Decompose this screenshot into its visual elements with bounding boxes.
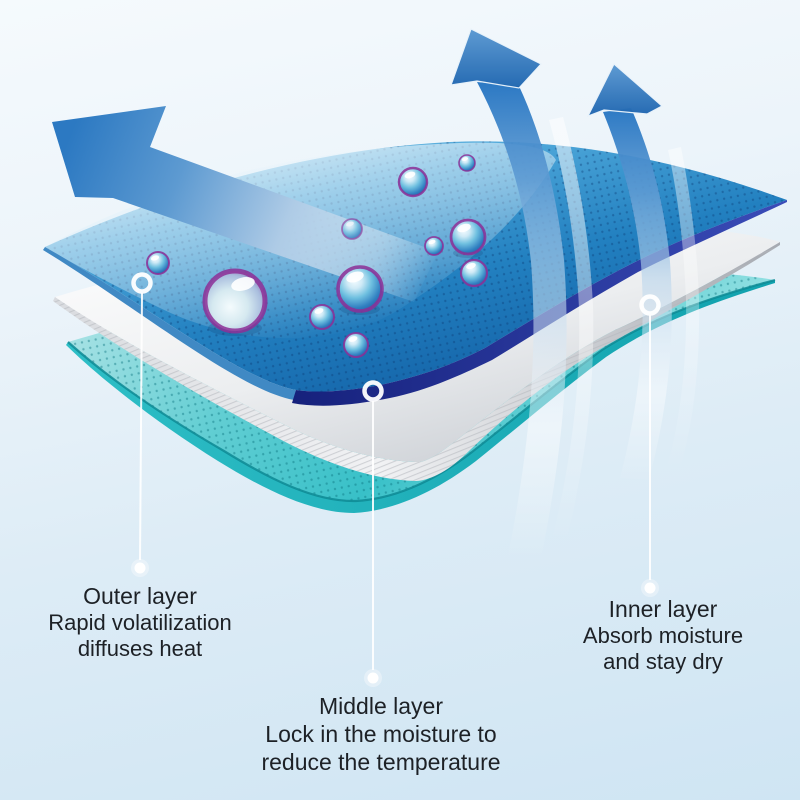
droplet-icon — [397, 166, 429, 198]
heat-arrow-icon — [52, 106, 438, 302]
outer-layer-desc-line1: Rapid volatilization — [48, 610, 232, 635]
leader-inner — [639, 294, 661, 597]
middle-layer-desc-line2: reduce the temperature — [261, 749, 501, 775]
inner-layer-desc-line1: Absorb moisture — [582, 623, 744, 648]
droplet-icon — [424, 236, 444, 256]
droplet-icon — [341, 218, 363, 240]
vapor-arrow-right-icon — [586, 63, 700, 480]
middle-layer-desc-line1: Lock in the moisture to — [265, 721, 497, 747]
leader-middle — [362, 380, 384, 687]
callout-outer-layer: Outer layer Rapid volatilization diffuse… — [10, 583, 270, 662]
outer-layer-left-edge — [43, 247, 296, 400]
droplet-icon — [343, 332, 369, 358]
inner-layer-title: Inner layer — [608, 596, 718, 622]
middle-layer-title: Middle layer — [319, 693, 443, 719]
droplet-icon — [309, 304, 335, 330]
droplet-icon — [202, 268, 268, 336]
outer-layer-title: Outer layer — [83, 583, 197, 609]
outer-layer-desc-line2: diffuses heat — [77, 636, 203, 661]
vapor-ribbon-left — [549, 117, 594, 542]
inner-layer-desc-line2: and stay dry — [603, 649, 723, 674]
vapor-ribbon-right — [666, 147, 700, 472]
droplet-icon — [459, 258, 489, 288]
callout-inner-layer: Inner layer Absorb moisture and stay dry — [533, 596, 793, 675]
vapor-arrow-left-icon — [450, 28, 594, 558]
leader-lines — [131, 272, 661, 687]
water-droplets — [146, 154, 489, 358]
droplet-icon — [458, 154, 476, 172]
leader-outer — [131, 272, 153, 577]
droplet-icon — [336, 265, 384, 315]
callout-middle-layer: Middle layer Lock in the moisture to red… — [231, 692, 531, 776]
droplet-icon — [449, 218, 487, 258]
inner-layer-front-edge — [66, 280, 775, 513]
droplet-icon — [146, 251, 170, 275]
